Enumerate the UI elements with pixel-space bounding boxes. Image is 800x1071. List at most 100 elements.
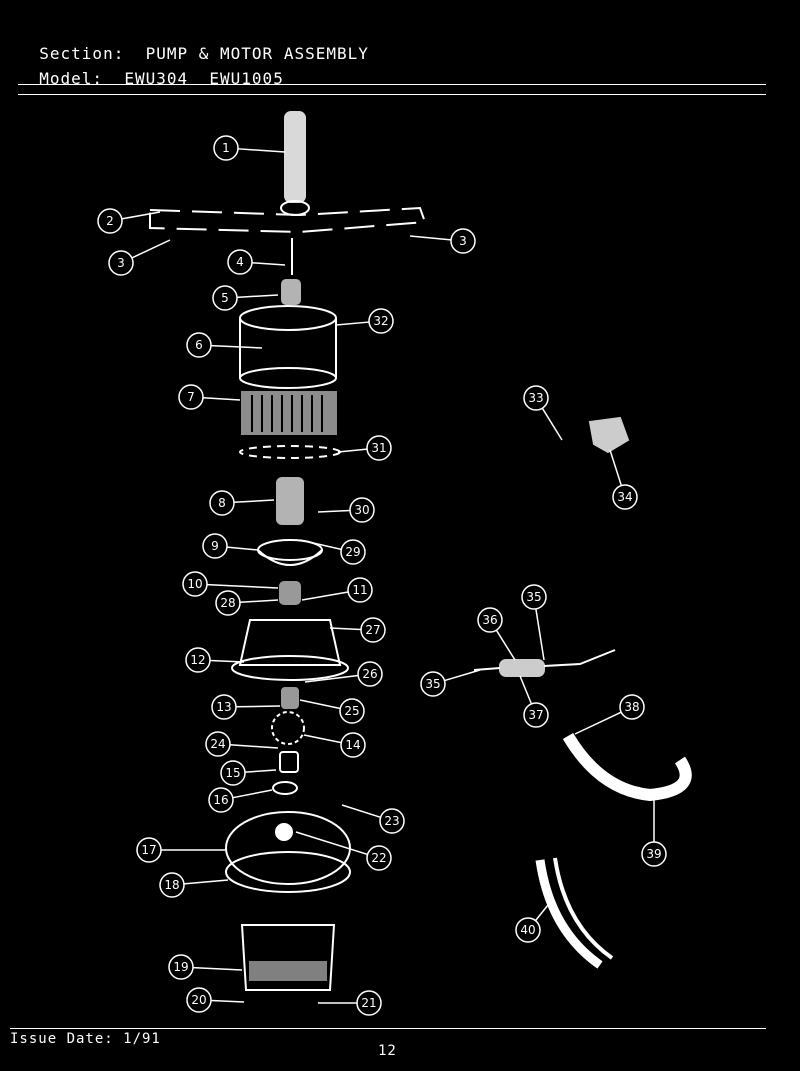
callout-number: 25 bbox=[344, 704, 359, 718]
part-artwork bbox=[149, 111, 692, 991]
callout-29: 29 bbox=[340, 539, 366, 565]
callout-11: 11 bbox=[347, 577, 373, 603]
leader-line-13 bbox=[235, 705, 281, 708]
callout-number: 14 bbox=[345, 738, 360, 752]
callout-7: 7 bbox=[178, 384, 204, 410]
section-line: Section: PUMP & MOTOR ASSEMBLY bbox=[18, 25, 369, 63]
callout-circle bbox=[213, 135, 239, 161]
callout-number: 15 bbox=[225, 766, 240, 780]
callout-circle bbox=[366, 845, 392, 871]
leader-line-19 bbox=[192, 966, 243, 971]
callout-3: 3 bbox=[108, 250, 134, 276]
leader-line-24 bbox=[229, 744, 279, 749]
callout-circle bbox=[186, 987, 212, 1013]
callout-number: 5 bbox=[221, 291, 229, 305]
callout-24: 24 bbox=[205, 731, 231, 757]
leader-line-34 bbox=[609, 449, 623, 486]
leader-line-28 bbox=[239, 599, 279, 604]
callout-number: 9 bbox=[211, 539, 219, 553]
section-title: PUMP & MOTOR ASSEMBLY bbox=[145, 44, 369, 63]
callout-circle bbox=[340, 732, 366, 758]
callout-circle bbox=[366, 435, 392, 461]
leader-line-26 bbox=[304, 674, 359, 683]
callout-17: 17 bbox=[136, 837, 162, 863]
leader-line-15 bbox=[244, 769, 277, 773]
callout-21: 21 bbox=[356, 990, 382, 1016]
callout-25: 25 bbox=[339, 698, 365, 724]
leader-line-38 bbox=[574, 711, 622, 735]
callout-9: 9 bbox=[202, 533, 228, 559]
callout-circle bbox=[356, 990, 382, 1016]
callout-30: 30 bbox=[349, 497, 375, 523]
callout-number: 3 bbox=[459, 234, 467, 248]
callout-19: 19 bbox=[168, 954, 194, 980]
callout-35: 35 bbox=[521, 584, 547, 610]
callout-circle bbox=[182, 571, 208, 597]
callout-10: 10 bbox=[182, 571, 208, 597]
leader-line-31 bbox=[337, 448, 368, 453]
callout-circle bbox=[159, 872, 185, 898]
callout-14: 14 bbox=[340, 732, 366, 758]
callout-circle bbox=[450, 228, 476, 254]
callout-5: 5 bbox=[212, 285, 238, 311]
callout-circle bbox=[641, 841, 667, 867]
callout-number: 33 bbox=[528, 391, 543, 405]
callout-number: 12 bbox=[190, 653, 205, 667]
callout-circle bbox=[185, 647, 211, 673]
callout-number: 34 bbox=[617, 490, 632, 504]
callout-number: 20 bbox=[191, 993, 206, 1007]
leader-line-8 bbox=[233, 499, 275, 504]
leader-line-18 bbox=[183, 879, 229, 885]
callout-number: 29 bbox=[345, 545, 360, 559]
callout-39: 39 bbox=[641, 841, 667, 867]
leader-line-29 bbox=[299, 539, 342, 551]
callout-13: 13 bbox=[211, 694, 237, 720]
leader-line-4 bbox=[251, 262, 286, 266]
callout-circle bbox=[515, 917, 541, 943]
callout-circle bbox=[477, 607, 503, 633]
callout-number: 23 bbox=[384, 814, 399, 828]
callout-circle bbox=[523, 702, 549, 728]
callout-circle bbox=[349, 497, 375, 523]
callout-number: 27 bbox=[365, 623, 380, 637]
callout-number: 11 bbox=[352, 583, 367, 597]
page-number: 12 bbox=[378, 1043, 397, 1059]
callout-number: 35 bbox=[425, 677, 440, 691]
callout-circle bbox=[619, 694, 645, 720]
callout-4: 4 bbox=[227, 249, 253, 275]
leader-line-35 bbox=[444, 669, 481, 682]
callout-number: 38 bbox=[624, 700, 639, 714]
callout-circle bbox=[360, 617, 386, 643]
callout-20: 20 bbox=[186, 987, 212, 1013]
model-label: Model: bbox=[39, 69, 104, 88]
callout-33: 33 bbox=[523, 385, 549, 411]
issue-date: Issue Date: 1/91 bbox=[10, 1031, 161, 1047]
callout-number: 31 bbox=[371, 441, 386, 455]
leader-line-14 bbox=[303, 734, 342, 744]
callout-circle bbox=[357, 661, 383, 687]
callout-number: 36 bbox=[482, 613, 497, 627]
header-rule-top bbox=[18, 84, 766, 85]
callout-circle bbox=[168, 954, 194, 980]
header-rule-bottom bbox=[18, 94, 766, 95]
leader-line-2 bbox=[121, 211, 161, 220]
leader-line-23 bbox=[341, 804, 381, 819]
leader-line-35 bbox=[535, 608, 545, 661]
leader-line-10 bbox=[206, 583, 279, 589]
leader-line-7 bbox=[202, 396, 241, 401]
callout-3: 3 bbox=[450, 228, 476, 254]
callout-number: 2 bbox=[106, 214, 114, 228]
callout-circle bbox=[212, 285, 238, 311]
callout-number: 32 bbox=[373, 314, 388, 328]
leader-line-20 bbox=[210, 999, 245, 1003]
callout-circle bbox=[612, 484, 638, 510]
callout-27: 27 bbox=[360, 617, 386, 643]
callout-number: 16 bbox=[213, 793, 228, 807]
leader-line-9 bbox=[226, 546, 259, 551]
leader-line-6 bbox=[210, 344, 263, 349]
callout-8: 8 bbox=[209, 490, 235, 516]
leader-line-33 bbox=[541, 407, 563, 441]
callout-26: 26 bbox=[357, 661, 383, 687]
